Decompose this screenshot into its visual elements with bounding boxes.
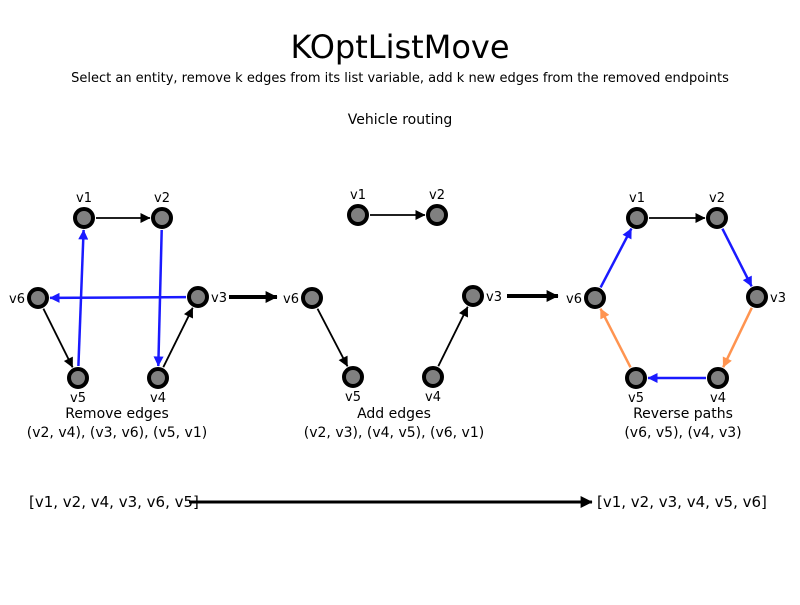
node-label-add-edges-v3: v3 [486,290,502,305]
node-label-remove-edges-v2: v2 [154,191,170,206]
caption-detail-remove-edges: (v2, v4), (v3, v6), (v5, v1) [27,425,207,441]
edge-v6-v5 [42,308,74,368]
node-label-remove-edges-v5: v5 [70,391,86,406]
list-after: [v1, v2, v3, v4, v5, v6] [597,493,767,511]
node-add-edges-v6 [301,287,323,309]
node-remove-edges-v6 [27,287,49,309]
node-remove-edges-v4 [147,367,169,389]
node-reverse-paths-v3 [746,286,768,308]
caption-detail-reverse-paths: (v6, v5), (v4, v3) [624,425,741,441]
node-label-add-edges-v2: v2 [429,188,445,203]
node-label-reverse-paths-v2: v2 [709,191,725,206]
node-label-reverse-paths-v5: v5 [628,391,644,406]
list-before: [v1, v2, v4, v3, v6, v5] [29,493,199,511]
page-subtitle: Select an entity, remove k edges from it… [71,71,729,86]
node-remove-edges-v1 [73,207,95,229]
node-label-remove-edges-v3: v3 [211,291,227,306]
node-label-add-edges-v6: v6 [283,292,299,307]
edge-v5-v6 [599,308,632,368]
node-label-reverse-paths-v3: v3 [770,291,786,306]
node-label-reverse-paths-v6: v6 [566,292,582,307]
caption-remove-edges: Remove edges [65,406,169,422]
node-reverse-paths-v4 [707,367,729,389]
node-reverse-paths-v1 [626,207,648,229]
edge-v6-v5 [316,308,349,367]
page-title: KOptListMove [290,28,509,66]
node-label-remove-edges-v6: v6 [9,292,25,307]
edge-v6-v1 [599,228,633,288]
node-label-add-edges-v5: v5 [345,390,361,405]
edge-v2-v3 [721,228,753,287]
edge-v3-v6 [49,292,187,303]
node-label-reverse-paths-v1: v1 [629,191,645,206]
node-add-edges-v5 [342,366,364,388]
node-remove-edges-v5 [67,367,89,389]
context-label: Vehicle routing [348,112,453,128]
node-label-remove-edges-v4: v4 [150,391,166,406]
node-add-edges-v4 [422,366,444,388]
node-reverse-paths-v5 [625,367,647,389]
caption-reverse-paths: Reverse paths [633,406,733,422]
node-remove-edges-v2 [151,207,173,229]
node-add-edges-v2 [426,204,448,226]
caption-detail-add-edges: (v2, v3), (v4, v5), (v6, v1) [304,425,484,441]
edge-v3-v4 [722,307,753,368]
node-remove-edges-v3 [187,286,209,308]
node-label-add-edges-v1: v1 [350,188,366,203]
node-add-edges-v3 [462,285,484,307]
node-label-add-edges-v4: v4 [425,390,441,405]
edge-v4-v3 [162,307,194,368]
node-reverse-paths-v2 [706,207,728,229]
node-add-edges-v1 [347,204,369,226]
node-label-remove-edges-v1: v1 [76,191,92,206]
caption-add-edges: Add edges [357,406,431,422]
node-reverse-paths-v6 [584,287,606,309]
node-label-reverse-paths-v4: v4 [710,391,726,406]
edge-v4-v3 [437,306,469,367]
